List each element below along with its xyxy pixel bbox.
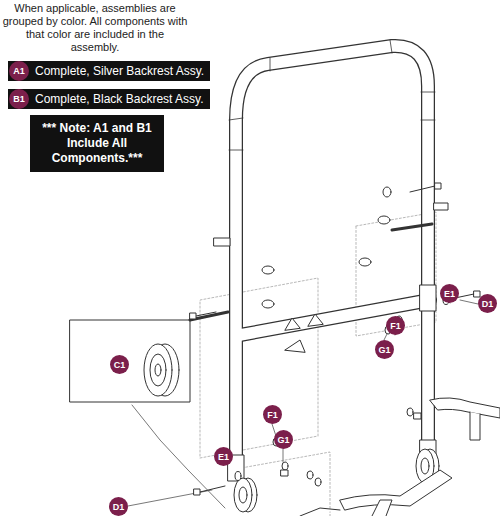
assembly-note: When applicable, assemblies are grouped … [2,2,188,54]
assembly-bar: A1 Complete, Silver Backrest Assy. [8,61,210,81]
callout-number: A1 [9,61,29,81]
assembly-name: Complete, Black Backrest Assy. [35,92,204,106]
callout-number: G1 [274,430,293,449]
callout-number: E1 [440,284,459,303]
callout-number: D1 [109,497,128,516]
callout-number: F1 [386,316,405,335]
callout-number: F1 [263,405,282,424]
callout-number: D1 [478,294,497,313]
note-box: *** Note: A1 and B1 Include All Componen… [30,115,164,172]
callout-number: B1 [9,89,29,109]
callout-number: E1 [214,447,233,466]
assembly-name: Complete, Silver Backrest Assy. [35,64,204,78]
assembly-bar: B1 Complete, Black Backrest Assy. [8,89,210,109]
callout-number: C1 [110,355,129,374]
note-text: *** Note: A1 and B1 Include All Componen… [38,121,156,166]
callout-number: G1 [375,340,394,359]
